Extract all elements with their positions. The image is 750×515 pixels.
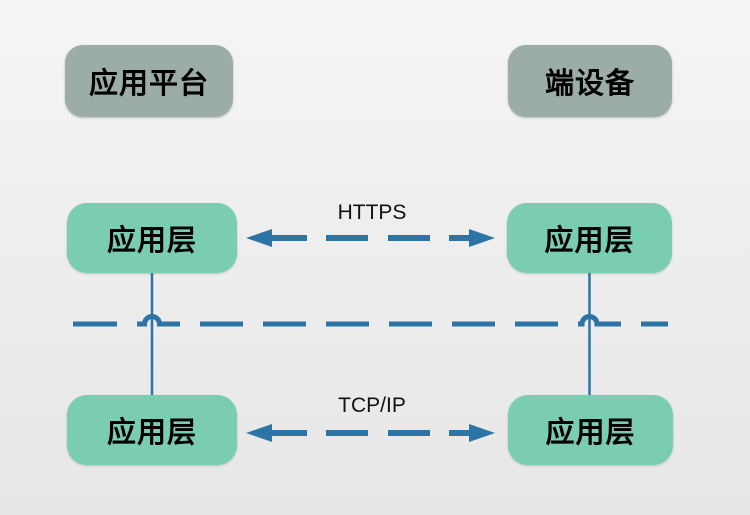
https-arrowhead-right-icon	[469, 229, 495, 247]
tcpip-arrowhead-left-icon	[246, 424, 272, 442]
tcpip-arrowhead-right-icon	[469, 424, 495, 442]
protocol-label-https: HTTPS	[337, 201, 407, 224]
dashed-divider-line	[73, 314, 668, 327]
layer-label: 应用层	[545, 417, 636, 449]
layer-label: 应用层	[544, 225, 635, 257]
header-box-device: 端设备	[508, 45, 672, 117]
layer-label: 应用层	[106, 225, 197, 257]
protocol-label-tcpip: TCP/IP	[338, 394, 406, 417]
header-label-platform: 应用平台	[88, 68, 209, 100]
header-box-platform: 应用平台	[65, 45, 233, 117]
layer-box-device-app-top: 应用层	[507, 203, 672, 273]
layer-box-platform-app-bottom: 应用层	[67, 395, 237, 465]
layer-box-device-app-bottom: 应用层	[508, 395, 673, 465]
layer-box-platform-app-top: 应用层	[67, 203, 237, 273]
https-arrowhead-left-icon	[246, 229, 272, 247]
header-label-device: 端设备	[544, 68, 635, 100]
layer-label: 应用层	[106, 417, 197, 449]
